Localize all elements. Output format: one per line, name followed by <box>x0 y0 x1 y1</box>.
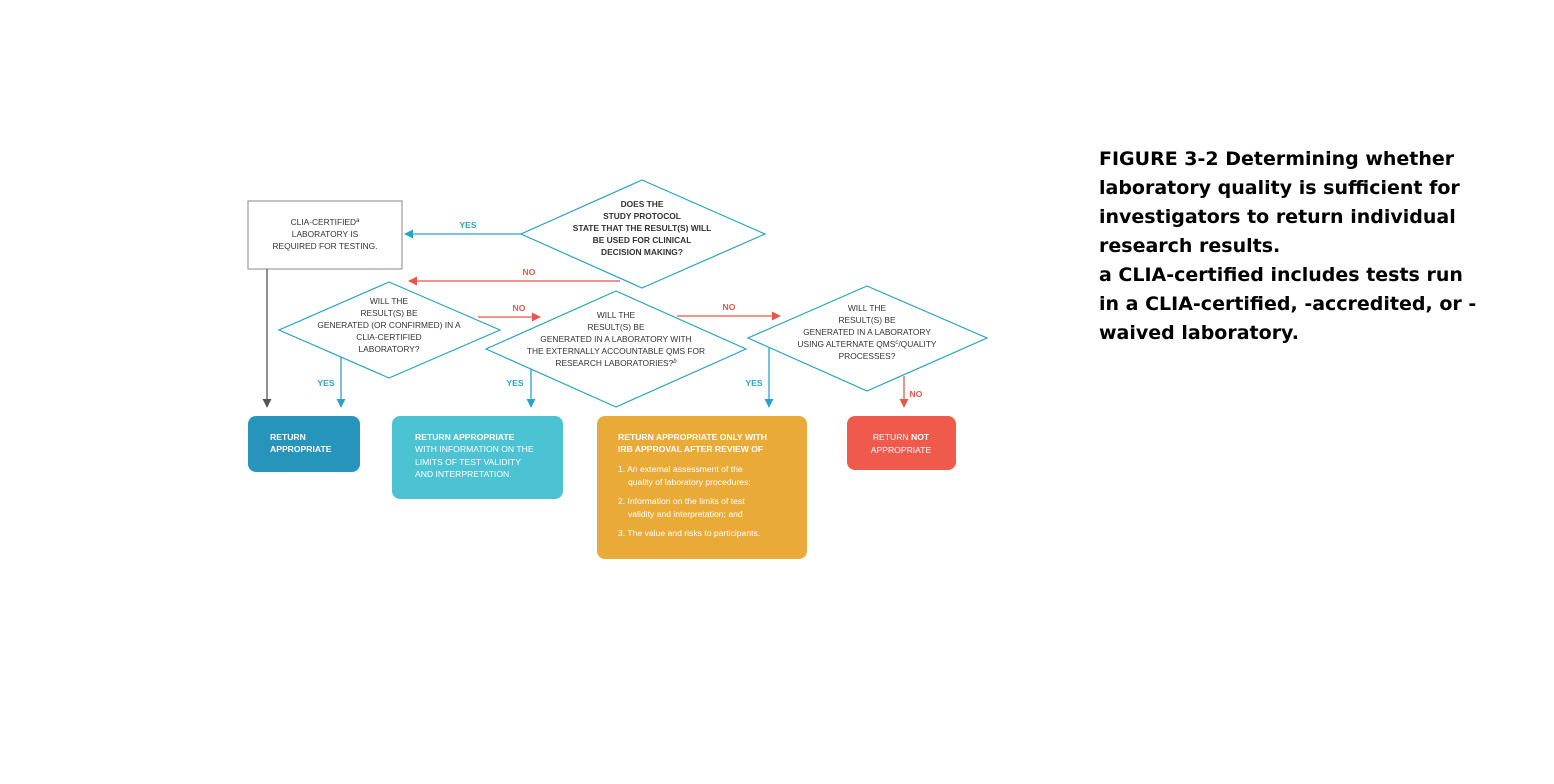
edge-label-no: NO <box>513 303 526 313</box>
outcome-list-item: quality of laboratory procedures; <box>628 477 751 487</box>
alt-qms-question-line2: RESULT(S) BE <box>838 315 895 325</box>
clia-required-line3: REQUIRED FOR TESTING. <box>272 241 377 251</box>
outcome-line: RETURN NOT <box>873 432 930 442</box>
alt-qms-question-line3: GENERATED IN A LABORATORY <box>803 327 931 337</box>
edge-label-yes: YES <box>459 220 476 230</box>
alt-qms-question-line5: PROCESSES? <box>839 351 896 361</box>
clia-question-line: RESULT(S) BE <box>360 308 417 318</box>
outcome-return-irb: RETURN APPROPRIATE ONLY WITH IRB APPROVA… <box>597 416 807 559</box>
edge-qms-yes: YES <box>506 369 536 408</box>
clia-required-box: CLIA-CERTIFIEDa LABORATORY IS REQUIRED F… <box>247 200 403 270</box>
edge-label-yes: YES <box>745 378 762 388</box>
protocol-question-line: STATE THAT THE RESULT(S) WILL <box>573 223 711 233</box>
qms-question-line: RESEARCH LABORATORIES?b <box>555 358 677 368</box>
edge-alt-qms-yes: YES <box>745 348 774 408</box>
clia-question-diamond: WILL THE RESULT(S) BE GENERATED (OR CONF… <box>277 281 502 379</box>
outcome-line: AND INTERPRETATION. <box>415 469 512 479</box>
outcome-list-item: validity and interpretation; and <box>628 509 743 519</box>
outcome-return-appropriate: RETURN APPROPRIATE <box>248 416 360 472</box>
outcome-line: APPROPRIATE <box>871 445 932 455</box>
outcome-line: WITH INFORMATION ON THE <box>415 444 534 454</box>
clia-required-line2: LABORATORY IS <box>292 229 359 239</box>
edge-alt-qms-no: NO <box>899 376 923 408</box>
outcome-return-with-info: RETURN APPROPRIATE WITH INFORMATION ON T… <box>392 416 563 499</box>
outcome-line: APPROPRIATE <box>270 444 332 454</box>
outcome-list-item: 3. The value and risks to participants. <box>618 528 760 538</box>
edge-label-no: NO <box>523 267 536 277</box>
clia-question-line: GENERATED (OR CONFIRMED) IN A <box>317 320 461 330</box>
edge-protocol-yes: YES <box>404 220 521 239</box>
clia-question-line: WILL THE <box>370 296 409 306</box>
edge-label-yes: YES <box>506 378 523 388</box>
qms-question-line: GENERATED IN A LABORATORY WITH <box>540 334 691 344</box>
edge-label-yes: YES <box>317 378 334 388</box>
outcome-list-item: 2. Information on the limits of test <box>618 496 745 506</box>
edge-protocol-no: NO <box>408 267 620 286</box>
clia-question-line: LABORATORY? <box>359 344 420 354</box>
edge-label-no: NO <box>723 302 736 312</box>
protocol-question-diamond: DOES THE STUDY PROTOCOL STATE THAT THE R… <box>519 179 767 289</box>
alt-qms-question-diamond: WILL THE RESULT(S) BE GENERATED IN A LAB… <box>746 285 989 392</box>
caption-footnote: a CLIA-certified includes tests run in a… <box>1099 264 1477 344</box>
alt-qms-question-line4: USING ALTERNATE QMSc/QUALITY <box>797 339 936 349</box>
outcome-line: RETURN <box>270 432 306 442</box>
edge-qms-no: NO <box>677 302 781 321</box>
edge-clia-yes: YES <box>317 357 346 408</box>
edge-label-no: NO <box>910 389 923 399</box>
outcome-return-not: RETURN NOT APPROPRIATE <box>847 416 956 470</box>
outcome-list-item: 1. An external assessment of the <box>618 464 743 474</box>
outcome-title: RETURN APPROPRIATE ONLY WITH <box>618 432 767 442</box>
protocol-question-line: DECISION MAKING? <box>601 247 683 257</box>
clia-required-line1: CLIA-CERTIFIEDa <box>291 217 360 227</box>
alt-qms-question-line1: WILL THE <box>848 303 887 313</box>
outcome-title: RETURN APPROPRIATE <box>415 432 515 442</box>
protocol-question-line: DOES THE <box>621 199 664 209</box>
qms-question-line: WILL THE <box>597 310 636 320</box>
qms-question-line: RESULT(S) BE <box>587 322 644 332</box>
outcome-title: IRB APPROVAL AFTER REVIEW OF <box>618 444 763 454</box>
clia-question-line: CLIA-CERTIFIED <box>356 332 421 342</box>
edge-clia-no: NO <box>478 303 541 322</box>
figure-caption: FIGURE 3-2 Determining whether laborator… <box>1099 145 1479 348</box>
qms-question-line: THE EXTERNALLY ACCOUNTABLE QMS FOR <box>527 346 705 356</box>
caption-title: FIGURE 3-2 Determining whether laborator… <box>1099 148 1460 257</box>
outcome-line: LIMITS OF TEST VALIDITY <box>415 457 521 467</box>
qms-question-diamond: WILL THE RESULT(S) BE GENERATED IN A LAB… <box>484 290 748 408</box>
protocol-question-line: STUDY PROTOCOL <box>603 211 681 221</box>
protocol-question-line: BE USED FOR CLINICAL <box>593 235 692 245</box>
